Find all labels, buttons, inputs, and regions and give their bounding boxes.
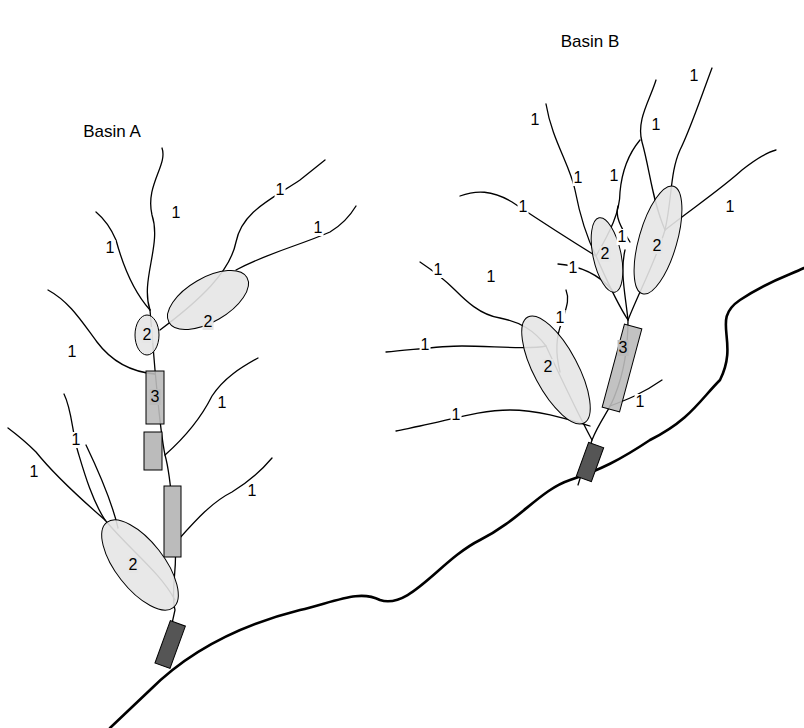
stream-order-label: 1 xyxy=(568,260,579,276)
stream xyxy=(178,458,272,540)
order-number: 2 xyxy=(600,246,611,262)
stream-order-label: 1 xyxy=(247,483,258,499)
stream xyxy=(96,212,150,310)
node-outline xyxy=(524,310,588,430)
order-number: 2 xyxy=(142,327,153,343)
stream-order-label: 1 xyxy=(651,117,662,133)
stream xyxy=(86,445,118,528)
stream-order-label: 1 xyxy=(486,269,497,285)
stream-order-label: 1 xyxy=(67,344,78,360)
order-box: 3 xyxy=(145,370,165,425)
outlet-box xyxy=(576,442,603,481)
stream xyxy=(236,206,356,270)
order-number: 3 xyxy=(150,389,161,405)
node-outline xyxy=(100,515,180,615)
stream xyxy=(8,428,105,520)
stream-order-label: 1 xyxy=(555,310,566,326)
basin-label: Basin A xyxy=(82,123,142,141)
stream xyxy=(460,192,596,256)
stream xyxy=(386,346,546,352)
main-river xyxy=(110,268,804,728)
order-ellipse: 2 xyxy=(524,310,588,430)
stream-order-label: 1 xyxy=(313,220,324,236)
stream-order-label: 1 xyxy=(451,407,462,423)
order-number: 2 xyxy=(128,557,139,573)
stream-order-label: 1 xyxy=(635,394,646,410)
stream-order-label: 1 xyxy=(433,262,444,278)
order-ellipse: 2 xyxy=(100,515,180,615)
order-number: 2 xyxy=(543,359,554,375)
order-ellipse: 2 xyxy=(633,182,683,298)
order-number: 2 xyxy=(203,314,214,330)
order-ellipse: 2 xyxy=(589,215,625,295)
stream-order-label: 1 xyxy=(105,240,116,256)
order-number: 2 xyxy=(652,238,663,254)
stream-order-label: 1 xyxy=(530,112,541,128)
outlet-box xyxy=(155,621,185,669)
stream-order-label: 1 xyxy=(29,464,40,480)
stream-order-label: 1 xyxy=(217,395,228,411)
order-ellipse: 2 xyxy=(160,270,256,330)
order-number: 3 xyxy=(618,340,629,356)
stream xyxy=(546,104,628,320)
segment-box xyxy=(164,486,181,557)
segment-box xyxy=(144,432,162,470)
order-ellipse: 2 xyxy=(132,312,162,358)
stream-order-label: 1 xyxy=(420,337,431,353)
stream xyxy=(147,148,163,310)
stream-order-label: 1 xyxy=(617,229,628,245)
stream-order-label: 1 xyxy=(71,432,82,448)
basin-label: Basin B xyxy=(560,33,621,51)
stream-order-label: 1 xyxy=(275,182,286,198)
stream-order-label: 1 xyxy=(171,205,182,221)
stream-order-label: 1 xyxy=(609,168,620,184)
stream-order-label: 1 xyxy=(573,170,584,186)
stream-order-label: 1 xyxy=(518,199,529,215)
stream xyxy=(165,358,258,455)
stream-order-label: 1 xyxy=(725,199,736,215)
stream-order-label: 1 xyxy=(689,68,700,84)
